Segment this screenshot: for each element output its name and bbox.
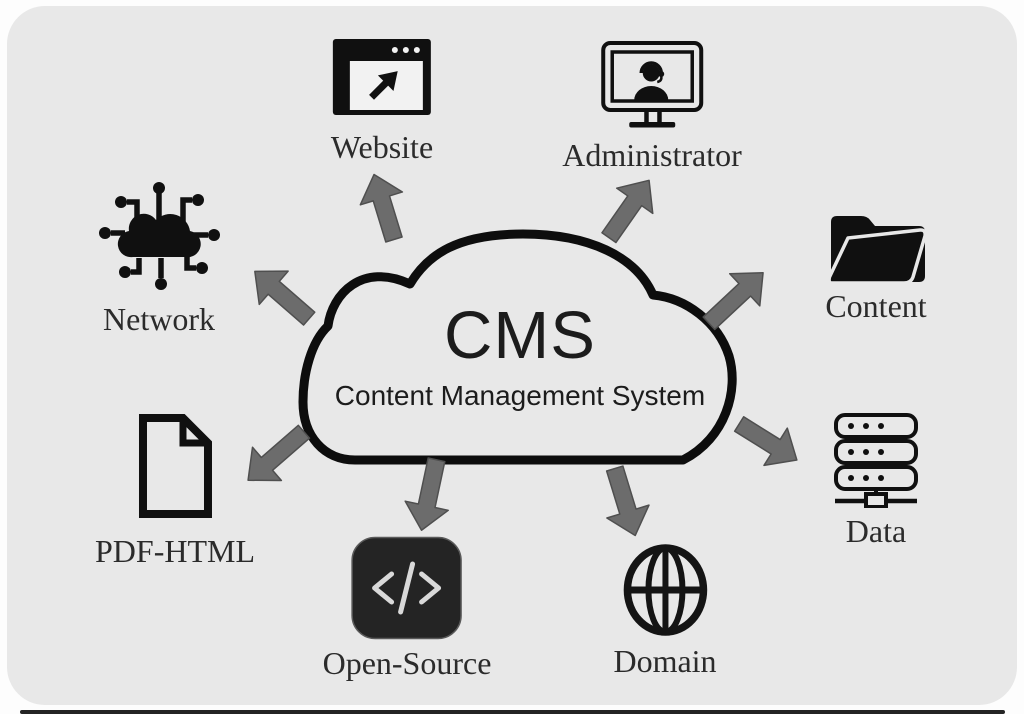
- browser-window-cursor-icon: [333, 39, 431, 115]
- arrow-cms-to-domain: [605, 465, 650, 537]
- node-website: Website: [331, 38, 433, 166]
- data-label: Data: [845, 513, 907, 549]
- code-tag-icon: [351, 536, 463, 640]
- domain-label: Domain: [613, 643, 717, 679]
- administrator-label: Administrator: [562, 137, 742, 173]
- scan-artifact-line: [20, 710, 1005, 714]
- network-label: Network: [103, 301, 215, 337]
- open-folder-icon: [827, 216, 927, 285]
- cloud-outline-icon: [298, 229, 737, 465]
- arrow-cms-to-network: [254, 270, 316, 326]
- arrow-cms-to-pdf-html: [247, 424, 311, 482]
- network-cloud-nodes-icon: [99, 182, 220, 290]
- website-label: Website: [330, 129, 434, 165]
- cms-cloud: CMS Content Management System: [298, 228, 742, 468]
- open-source-label: Open-Source: [322, 645, 492, 681]
- node-domain: Domain: [613, 541, 717, 680]
- node-data: Data: [832, 412, 920, 550]
- arrow-cms-to-data: [733, 416, 798, 467]
- node-content: Content: [825, 206, 927, 325]
- globe-icon: [623, 544, 707, 636]
- node-pdf-html: PDF-HTML: [95, 413, 255, 570]
- arrow-cms-to-open-source: [404, 457, 449, 531]
- cms-subtitle: Content Management System: [334, 380, 706, 411]
- pdf-html-label: PDF-HTML: [94, 533, 256, 569]
- node-open-source: Open-Source: [322, 536, 492, 682]
- arrow-cms-to-administrator: [601, 179, 654, 244]
- node-administrator: Administrator: [562, 40, 742, 174]
- arrow-cms-to-content: [702, 272, 764, 331]
- document-icon: [138, 414, 212, 518]
- arrow-cms-to-website: [359, 173, 404, 243]
- node-network: Network: [97, 178, 221, 338]
- content-label: Content: [825, 288, 927, 324]
- support-operator-monitor-icon: [601, 41, 703, 128]
- server-stack-icon: [834, 413, 918, 508]
- cms-title: CMS: [444, 298, 596, 373]
